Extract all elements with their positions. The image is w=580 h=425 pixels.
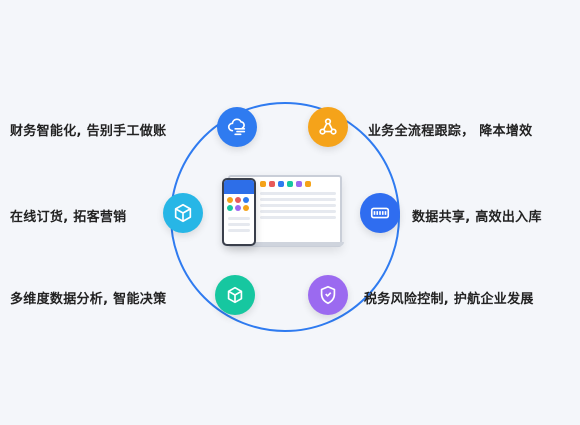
risk-label: 税务风险控制, 护航企业发展 (364, 292, 534, 307)
data-share-label: 数据共享, 高效出入库 (412, 210, 542, 225)
risk-node (308, 275, 348, 315)
tracking-node (308, 107, 348, 147)
finance-label: 财务智能化, 告别手工做账 (10, 124, 167, 139)
laptop-toolbar (230, 177, 340, 189)
shield-icon (320, 285, 336, 305)
tracking-label: 业务全流程跟踪， 降本增效 (368, 124, 533, 139)
online-order-node (163, 193, 203, 233)
online-order-label: 在线订货, 拓客营销 (10, 210, 127, 225)
data-share-node (360, 193, 400, 233)
cube-network-icon (227, 286, 243, 304)
finance-node (217, 107, 257, 147)
phone-mockup (222, 178, 256, 246)
network-share-icon (319, 118, 337, 135)
storage-icon (370, 207, 390, 219)
analysis-node (215, 275, 255, 315)
cloud-flow-icon (227, 118, 246, 136)
box-icon (174, 203, 192, 223)
analysis-label: 多维度数据分析, 智能决策 (10, 292, 167, 307)
laptop-base (222, 242, 344, 246)
